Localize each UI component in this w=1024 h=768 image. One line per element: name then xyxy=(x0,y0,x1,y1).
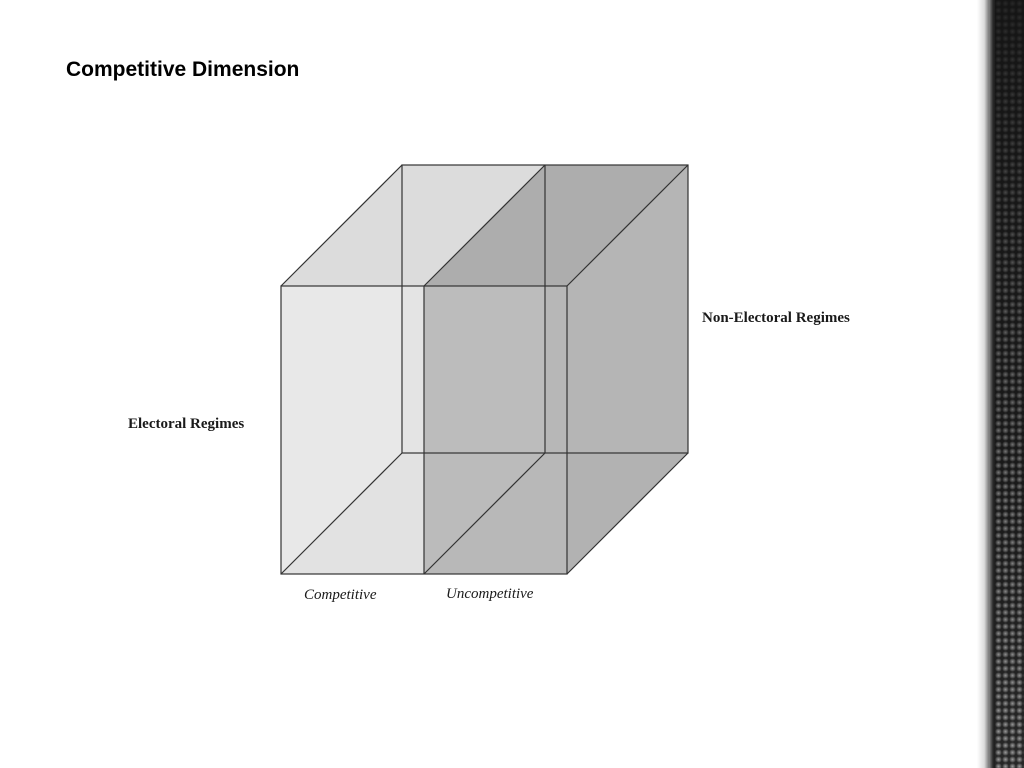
uncompetitive-block-top-face xyxy=(424,165,688,286)
depth-edge-bottom-right xyxy=(566,452,689,575)
cube-edges xyxy=(280,164,689,575)
decorative-side-panel xyxy=(977,0,1024,768)
competitive-block-top-face xyxy=(281,165,545,286)
competitive-block-front-face xyxy=(281,286,424,574)
label-uncompetitive: Uncompetitive xyxy=(446,586,534,602)
label-non-electoral-regimes: Non-Electoral Regimes xyxy=(702,310,850,326)
side-panel-shading xyxy=(995,0,1024,768)
depth-edge-top-left xyxy=(280,164,403,287)
uncompetitive-block xyxy=(424,165,688,574)
label-competitive: Competitive xyxy=(304,587,377,603)
uncompetitive-block-front-face xyxy=(424,286,567,574)
side-panel-edge xyxy=(977,0,989,768)
label-electoral-regimes: Electoral Regimes xyxy=(128,416,244,432)
divider-depth-top xyxy=(423,164,546,287)
divider-depth-bottom xyxy=(423,452,546,575)
depth-edge-bottom-left xyxy=(280,452,403,575)
slide-title: Competitive Dimension xyxy=(66,58,300,81)
depth-edge-top-right xyxy=(566,164,689,287)
